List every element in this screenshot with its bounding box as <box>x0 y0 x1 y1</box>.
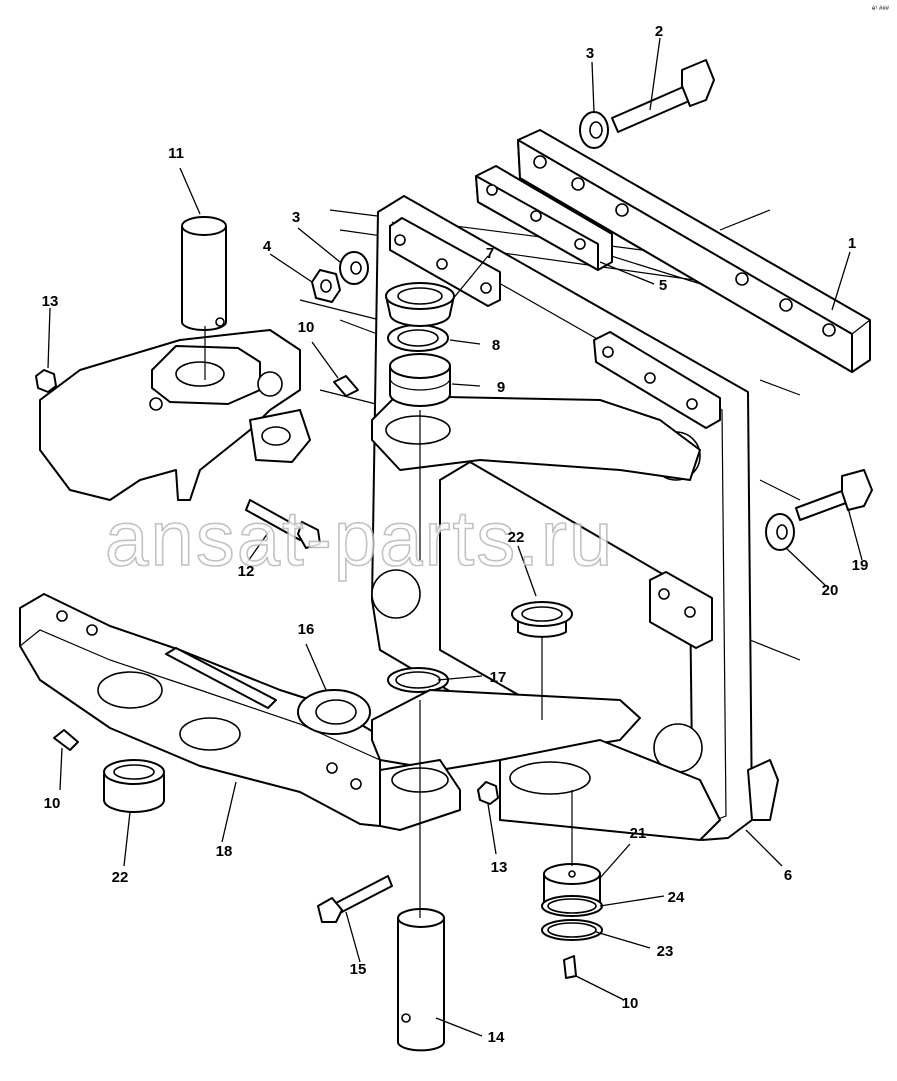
callout-1: 1 <box>848 235 856 252</box>
callout-2: 2 <box>655 23 663 40</box>
part-15-bolt <box>317 875 393 923</box>
callout-13: 13 <box>42 293 59 310</box>
callout-20: 20 <box>822 582 839 599</box>
part-22-bushing-upper <box>511 601 573 638</box>
central-bearing-housing <box>371 395 701 481</box>
callout-8: 8 <box>492 337 500 354</box>
part-10-grease-fitting-lower <box>563 955 577 979</box>
part-11-pivot-pin <box>181 216 227 331</box>
corner-reference-mark: é¹ ### <box>872 6 890 12</box>
part-20-washer <box>765 513 795 551</box>
callout-24: 24 <box>668 889 685 906</box>
callout-19: 19 <box>852 557 869 574</box>
part-8-seal-ring <box>387 324 449 352</box>
watermark-text: ansat-parts.ru <box>105 494 614 582</box>
callout-leader-lines <box>47 37 863 1037</box>
callout-labels: 1 2 3 3 4 5 6 7 8 9 10 10 10 11 12 13 13… <box>42 23 869 1046</box>
background-frame-lines <box>299 209 801 661</box>
part-24-o-ring <box>541 895 603 917</box>
part-12-bolt <box>245 499 321 549</box>
callout-5: 5 <box>659 277 667 294</box>
callout-12: 12 <box>238 563 255 580</box>
callout-13: 13 <box>491 859 508 876</box>
callout-17: 17 <box>490 669 507 686</box>
part-17-circlip <box>387 667 449 693</box>
callout-10: 10 <box>622 995 639 1012</box>
callout-10: 10 <box>298 319 315 336</box>
callout-10: 10 <box>44 795 61 812</box>
callout-6: 6 <box>784 867 792 884</box>
part-13-nut-center <box>477 781 499 805</box>
part-3-washer-top <box>579 111 609 149</box>
part-16-thrust-washer <box>297 689 371 735</box>
left-axle-bracket <box>39 329 311 501</box>
part-3-washer-left <box>339 251 369 285</box>
callout-16: 16 <box>298 621 315 638</box>
part-9-bearing-sleeve <box>389 353 451 407</box>
part-23-circlip <box>541 919 603 941</box>
part-7-bushing <box>385 282 455 327</box>
part-22-bushing-lower <box>103 759 165 813</box>
callout-14: 14 <box>488 1029 505 1046</box>
callout-11: 11 <box>168 145 184 162</box>
part-4-nut <box>311 269 341 303</box>
part-10-grease-fitting-upper <box>333 375 359 397</box>
callout-3: 3 <box>586 45 594 62</box>
callout-3: 3 <box>292 209 300 226</box>
part-14-pivot-pin-lower <box>397 908 445 1052</box>
part-13-nut-left <box>35 369 57 393</box>
callout-18: 18 <box>216 843 233 860</box>
callout-4: 4 <box>263 238 272 255</box>
part-1-mounting-plate <box>517 129 871 373</box>
part-19-bolt <box>795 469 873 521</box>
assembly-axis-lines <box>204 326 573 918</box>
callout-15: 15 <box>350 961 367 978</box>
callout-22: 22 <box>508 529 525 546</box>
part-5-spacer-plate <box>475 165 613 271</box>
part-2-bolt <box>611 59 715 133</box>
callout-23: 23 <box>657 943 674 960</box>
callout-22: 22 <box>112 869 129 886</box>
callout-21: 21 <box>630 825 647 842</box>
callout-7: 7 <box>486 245 494 262</box>
callout-9: 9 <box>497 379 505 396</box>
part-18-axle-beam <box>19 593 381 827</box>
part-10-grease-fitting-left <box>53 729 79 751</box>
